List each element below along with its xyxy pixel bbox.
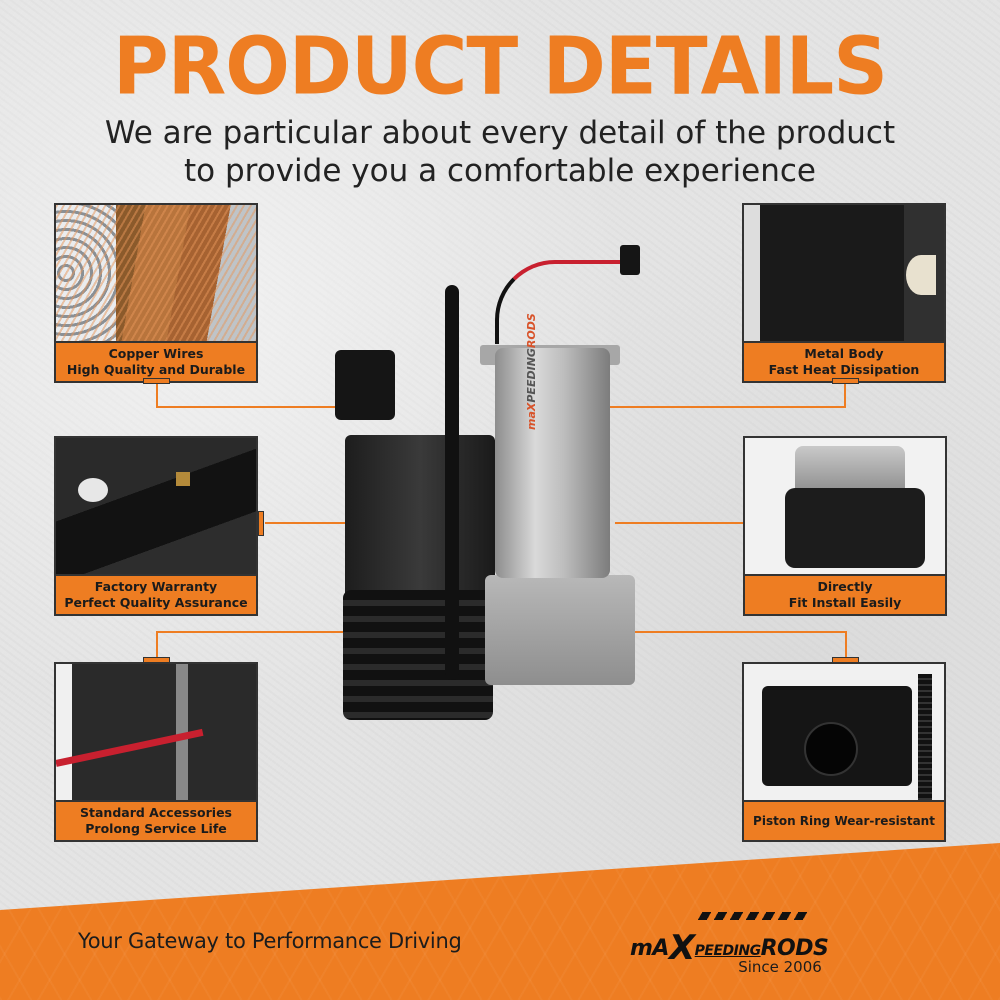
feature-label: Metal Body Fast Heat Dissipation (744, 341, 944, 381)
cooling-fins (343, 590, 493, 720)
valve-connector (335, 350, 395, 420)
connector-line-warranty-h (265, 522, 345, 524)
wire-grommet-image (56, 664, 256, 800)
feature-panel-factory-warranty: Factory Warranty Perfect Quality Assuran… (54, 436, 258, 616)
power-plug (620, 245, 640, 275)
connector-line-piston-h (617, 631, 847, 633)
connector-line-metal-v (844, 381, 846, 407)
feature-panel-piston-ring: Piston Ring Wear-resistant (742, 662, 946, 842)
subtitle-line-2: to provide you a comfortable experience (184, 153, 816, 189)
connector-tab (832, 378, 859, 384)
feature-panel-metal-body: Metal Body Fast Heat Dissipation (742, 203, 946, 383)
page-subtitle: We are particular about every detail of … (0, 114, 1000, 190)
feature-label: Directly Fit Install Easily (745, 574, 945, 614)
copper-armature-image (56, 205, 256, 341)
motor-housing (345, 435, 495, 605)
power-cable (495, 260, 639, 344)
compressor-angle-image (745, 438, 945, 574)
connector-tab (143, 657, 170, 663)
connector-line-metal-h (608, 406, 846, 408)
product-brand-marking: maXPEEDINGRODS (525, 313, 538, 430)
connector-line-piston-v (845, 631, 847, 659)
connector-line-copper-v (156, 381, 158, 407)
brand-logo: mAXPEEDINGRODS (630, 912, 930, 968)
feature-label: Copper Wires High Quality and Durable (56, 341, 256, 381)
feature-label: Standard Accessories Prolong Service Lif… (56, 800, 256, 840)
compressor-cylinder (495, 348, 610, 578)
feature-panel-copper-wires: Copper Wires High Quality and Durable (54, 203, 258, 383)
feature-panel-standard-accessories: Standard Accessories Prolong Service Lif… (54, 662, 258, 842)
connector-tab (143, 378, 170, 384)
feature-label: Piston Ring Wear-resistant (744, 800, 944, 840)
checkered-flag-icon (697, 912, 813, 920)
fan-detail (906, 255, 936, 295)
feature-label: Factory Warranty Perfect Quality Assuran… (56, 574, 256, 614)
air-hose (445, 285, 459, 680)
connector-line-copper-h (156, 406, 341, 408)
cylinder-base (485, 575, 635, 685)
connector-line-accessories-v (156, 631, 158, 659)
connector-tab (832, 657, 859, 663)
subtitle-line-1: We are particular about every detail of … (104, 115, 896, 151)
page-title: PRODUCT DETAILS (113, 18, 888, 113)
feature-panel-direct-fit: Directly Fit Install Easily (743, 436, 947, 616)
connector-line-directfit-h (615, 522, 743, 524)
valve-block-image (56, 438, 256, 574)
product-image-compressor: maXPEEDINGRODS (335, 230, 640, 730)
connector-tab (258, 511, 264, 536)
connector-line-accessories-h (156, 631, 346, 633)
piston-cover-image (744, 664, 944, 800)
footer-tagline: Your Gateway to Performance Driving (78, 929, 462, 953)
motor-housing-image (744, 205, 944, 341)
brand-since: Since 2006 (738, 958, 822, 976)
